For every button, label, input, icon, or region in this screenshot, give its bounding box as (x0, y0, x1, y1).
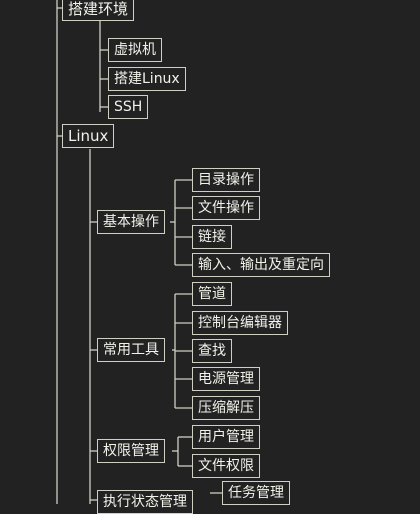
node-ssh[interactable]: SSH (108, 95, 149, 119)
node-link[interactable]: 链接 (192, 225, 232, 249)
node-common-tools[interactable]: 常用工具 (97, 338, 165, 362)
node-dir-ops[interactable]: 目录操作 (192, 168, 260, 192)
node-console-editor[interactable]: 控制台编辑器 (192, 311, 288, 335)
node-task-mgmt[interactable]: 任务管理 (222, 481, 290, 505)
node-linux[interactable]: Linux (62, 124, 115, 148)
node-basic-ops[interactable]: 基本操作 (97, 210, 165, 234)
node-pipe[interactable]: 管道 (192, 282, 232, 306)
node-file-ops[interactable]: 文件操作 (192, 196, 260, 220)
node-file-perm[interactable]: 文件权限 (192, 454, 260, 478)
node-exec-state-mgmt[interactable]: 执行状态管理 (97, 490, 193, 514)
node-user-mgmt[interactable]: 用户管理 (192, 425, 260, 449)
node-perm-mgmt[interactable]: 权限管理 (97, 439, 165, 463)
node-power-mgmt[interactable]: 电源管理 (192, 367, 260, 391)
node-find[interactable]: 查找 (192, 339, 232, 363)
node-compress[interactable]: 压缩解压 (192, 396, 260, 420)
node-vm[interactable]: 虚拟机 (108, 38, 162, 62)
node-setup-linux[interactable]: 搭建Linux (108, 67, 186, 91)
node-setup[interactable]: 搭建环境 (62, 0, 135, 21)
node-io-redirect[interactable]: 输入、输出及重定向 (192, 253, 330, 277)
